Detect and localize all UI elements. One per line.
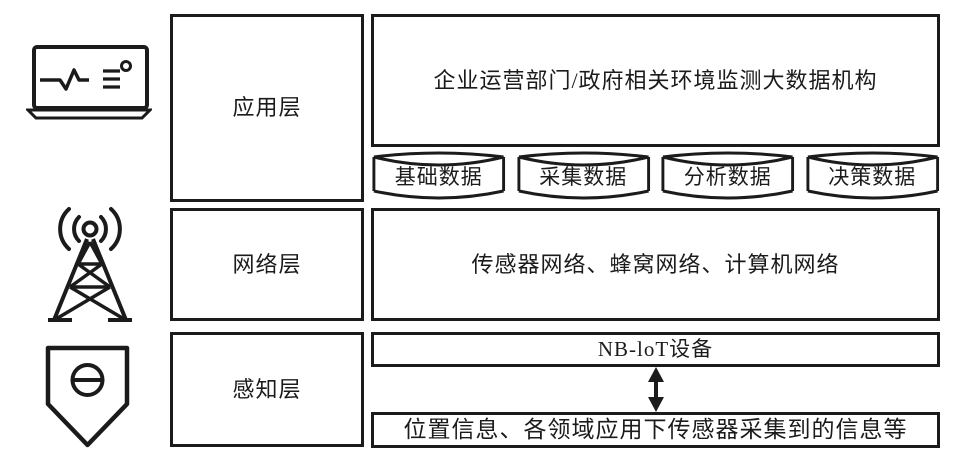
network-content-box: 传感器网络、蜂窝网络、计算机网络 [371, 208, 940, 321]
layer-label-application: 应用层 [170, 14, 364, 202]
perception-info-text: 位置信息、各领域应用下传感器采集到的信息等 [403, 416, 908, 442]
double-arrow-icon [643, 366, 669, 413]
data-store-label: 采集数据 [539, 165, 628, 189]
data-store-label: 决策数据 [828, 165, 917, 189]
application-layer-label: 应用层 [232, 95, 302, 121]
database-cylinder-icon [372, 151, 506, 200]
layer-label-network: 网络层 [170, 208, 364, 321]
sensor-probe-icon [45, 340, 133, 452]
database-cylinder-icon [516, 151, 650, 200]
radio-tower-icon [46, 202, 136, 332]
data-store-cylinder-basic: 基础数据 [371, 146, 507, 203]
database-cylinder-icon [805, 151, 939, 200]
database-cylinder-icon [661, 151, 795, 200]
data-store-cylinder-analysis: 分析数据 [660, 146, 796, 203]
perception-info-box: 位置信息、各领域应用下传感器采集到的信息等 [371, 412, 940, 448]
data-store-row: 基础数据 采集数据 分析数据 [371, 146, 940, 203]
data-store-cylinder-decision: 决策数据 [805, 146, 941, 203]
application-organization-text: 企业运营部门/政府相关环境监测大数据机构 [433, 67, 878, 93]
nbiot-device-text: NB-loT设备 [597, 337, 714, 362]
data-store-label: 基础数据 [394, 165, 483, 189]
network-layer-label: 网络层 [232, 251, 302, 277]
data-store-label: 分析数据 [683, 165, 772, 189]
data-store-cylinder-collected: 采集数据 [516, 146, 652, 203]
network-content-text: 传感器网络、蜂窝网络、计算机网络 [471, 251, 840, 277]
nbiot-device-box: NB-loT设备 [371, 332, 940, 367]
layer-label-perception: 感知层 [170, 332, 364, 447]
perception-layer-label: 感知层 [232, 376, 302, 402]
monitoring-device-icon [26, 44, 152, 120]
application-organization-box: 企业运营部门/政府相关环境监测大数据机构 [371, 14, 940, 147]
